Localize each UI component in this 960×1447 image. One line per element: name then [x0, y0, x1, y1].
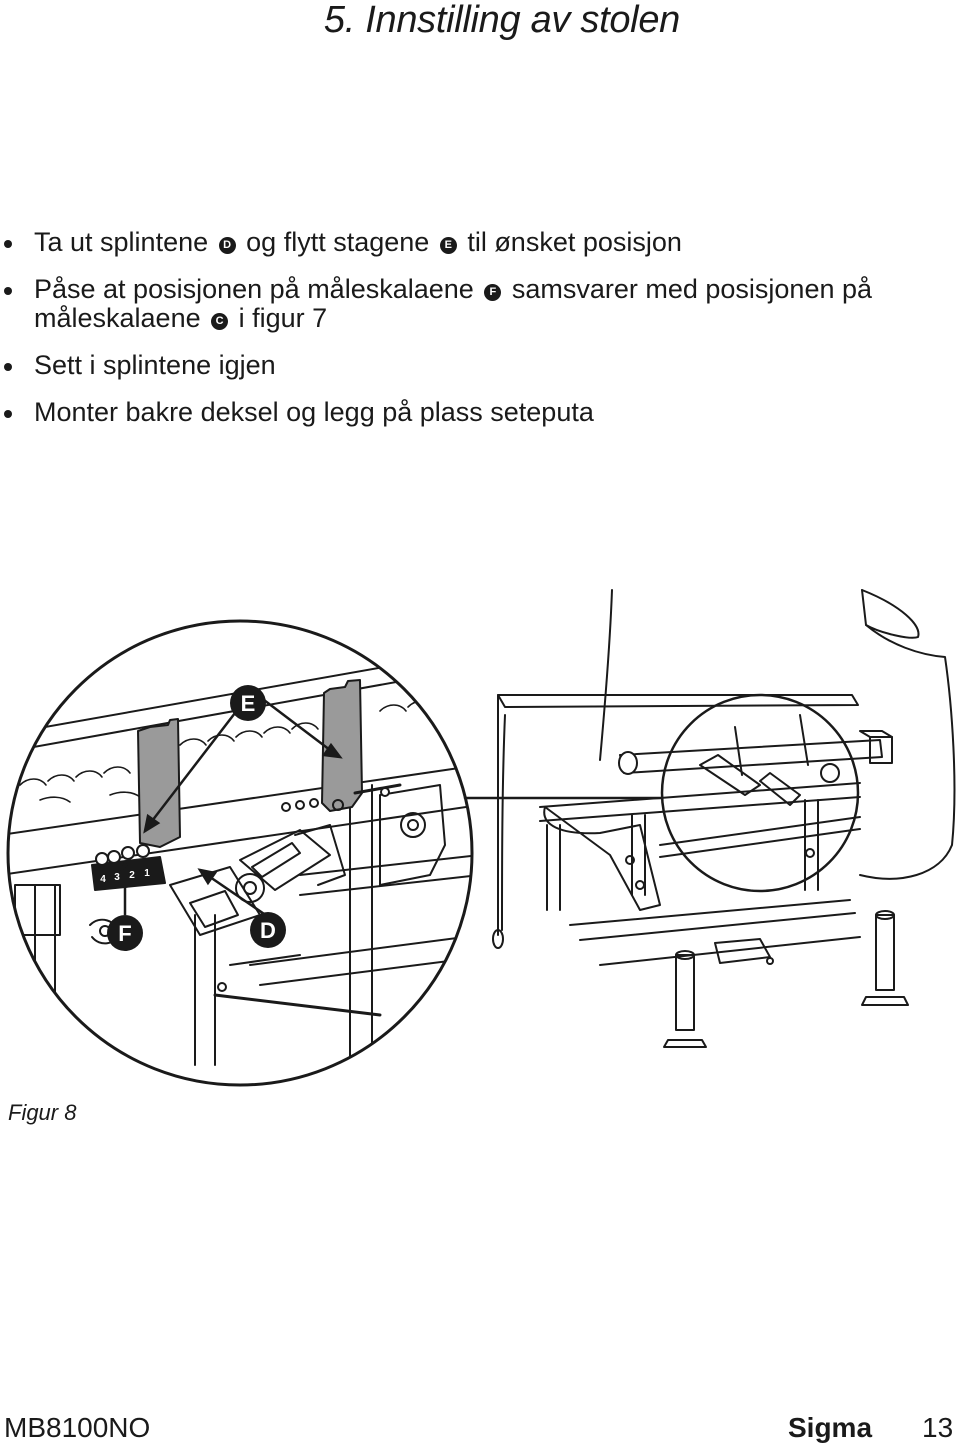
callout-label-d: D [250, 912, 286, 948]
scale-mark: 4 [100, 874, 106, 885]
instruction-text: til ønsket posisjon [467, 227, 682, 257]
instruction-item-1: Ta ut splintene D og flytt stagene E til… [0, 228, 960, 257]
instruction-list: Ta ut splintene D og flytt stagene E til… [0, 228, 960, 445]
magnified-detail [8, 649, 472, 1066]
instruction-item-2: Påse at posisjonen på måleskalaene F sam… [0, 275, 960, 333]
instruction-item-4: Monter bakre deksel og legg på plass set… [0, 398, 960, 427]
chair-overview [492, 589, 956, 1048]
chair-mechanism-drawing: E F D 4 3 2 1 [6, 589, 956, 1087]
measurement-scale: 4 3 2 1 [100, 868, 150, 885]
scale-mark: 2 [129, 870, 135, 881]
callout-badge-d: D [218, 237, 236, 254]
scale-mark: 3 [114, 872, 120, 883]
instruction-text: Monter bakre deksel og legg på plass set… [34, 397, 594, 427]
instruction-text: samsvarer med posisjonen på måleskalaene [34, 274, 873, 333]
page-number: 13 [922, 1412, 954, 1443]
svg-text:F: F [118, 921, 131, 946]
callout-label-f: F [107, 915, 143, 951]
callout-arrows [117, 696, 343, 920]
brand-name: Sigma [788, 1412, 873, 1443]
instruction-text: i figur 7 [238, 303, 328, 333]
scale-mark: 1 [144, 868, 150, 879]
instruction-text: og flytt stagene [246, 227, 430, 257]
callout-label-e: E [230, 685, 266, 721]
callout-badge-c: C [211, 313, 229, 330]
instruction-text: Sett i splintene igjen [34, 350, 276, 380]
magnifier-circle-outline [6, 619, 474, 1087]
document-code: MB8100NO [4, 1412, 151, 1443]
instruction-text: Påse at posisjonen på måleskalaene [34, 274, 474, 304]
svg-text:E: E [241, 691, 256, 716]
callout-badge-e: E [439, 237, 457, 254]
svg-text:D: D [260, 918, 276, 943]
instruction-text: Ta ut splintene [34, 227, 209, 257]
page-title: 5. Innstilling av stolen [323, 0, 680, 41]
figure-caption: Figur 8 [8, 1100, 77, 1125]
callout-badge-f: F [484, 284, 502, 301]
detail-highlight-circle [660, 693, 860, 893]
figure-8-illustration: E F D 4 3 2 1 [0, 585, 960, 1095]
instruction-item-3: Sett i splintene igjen [0, 351, 960, 380]
